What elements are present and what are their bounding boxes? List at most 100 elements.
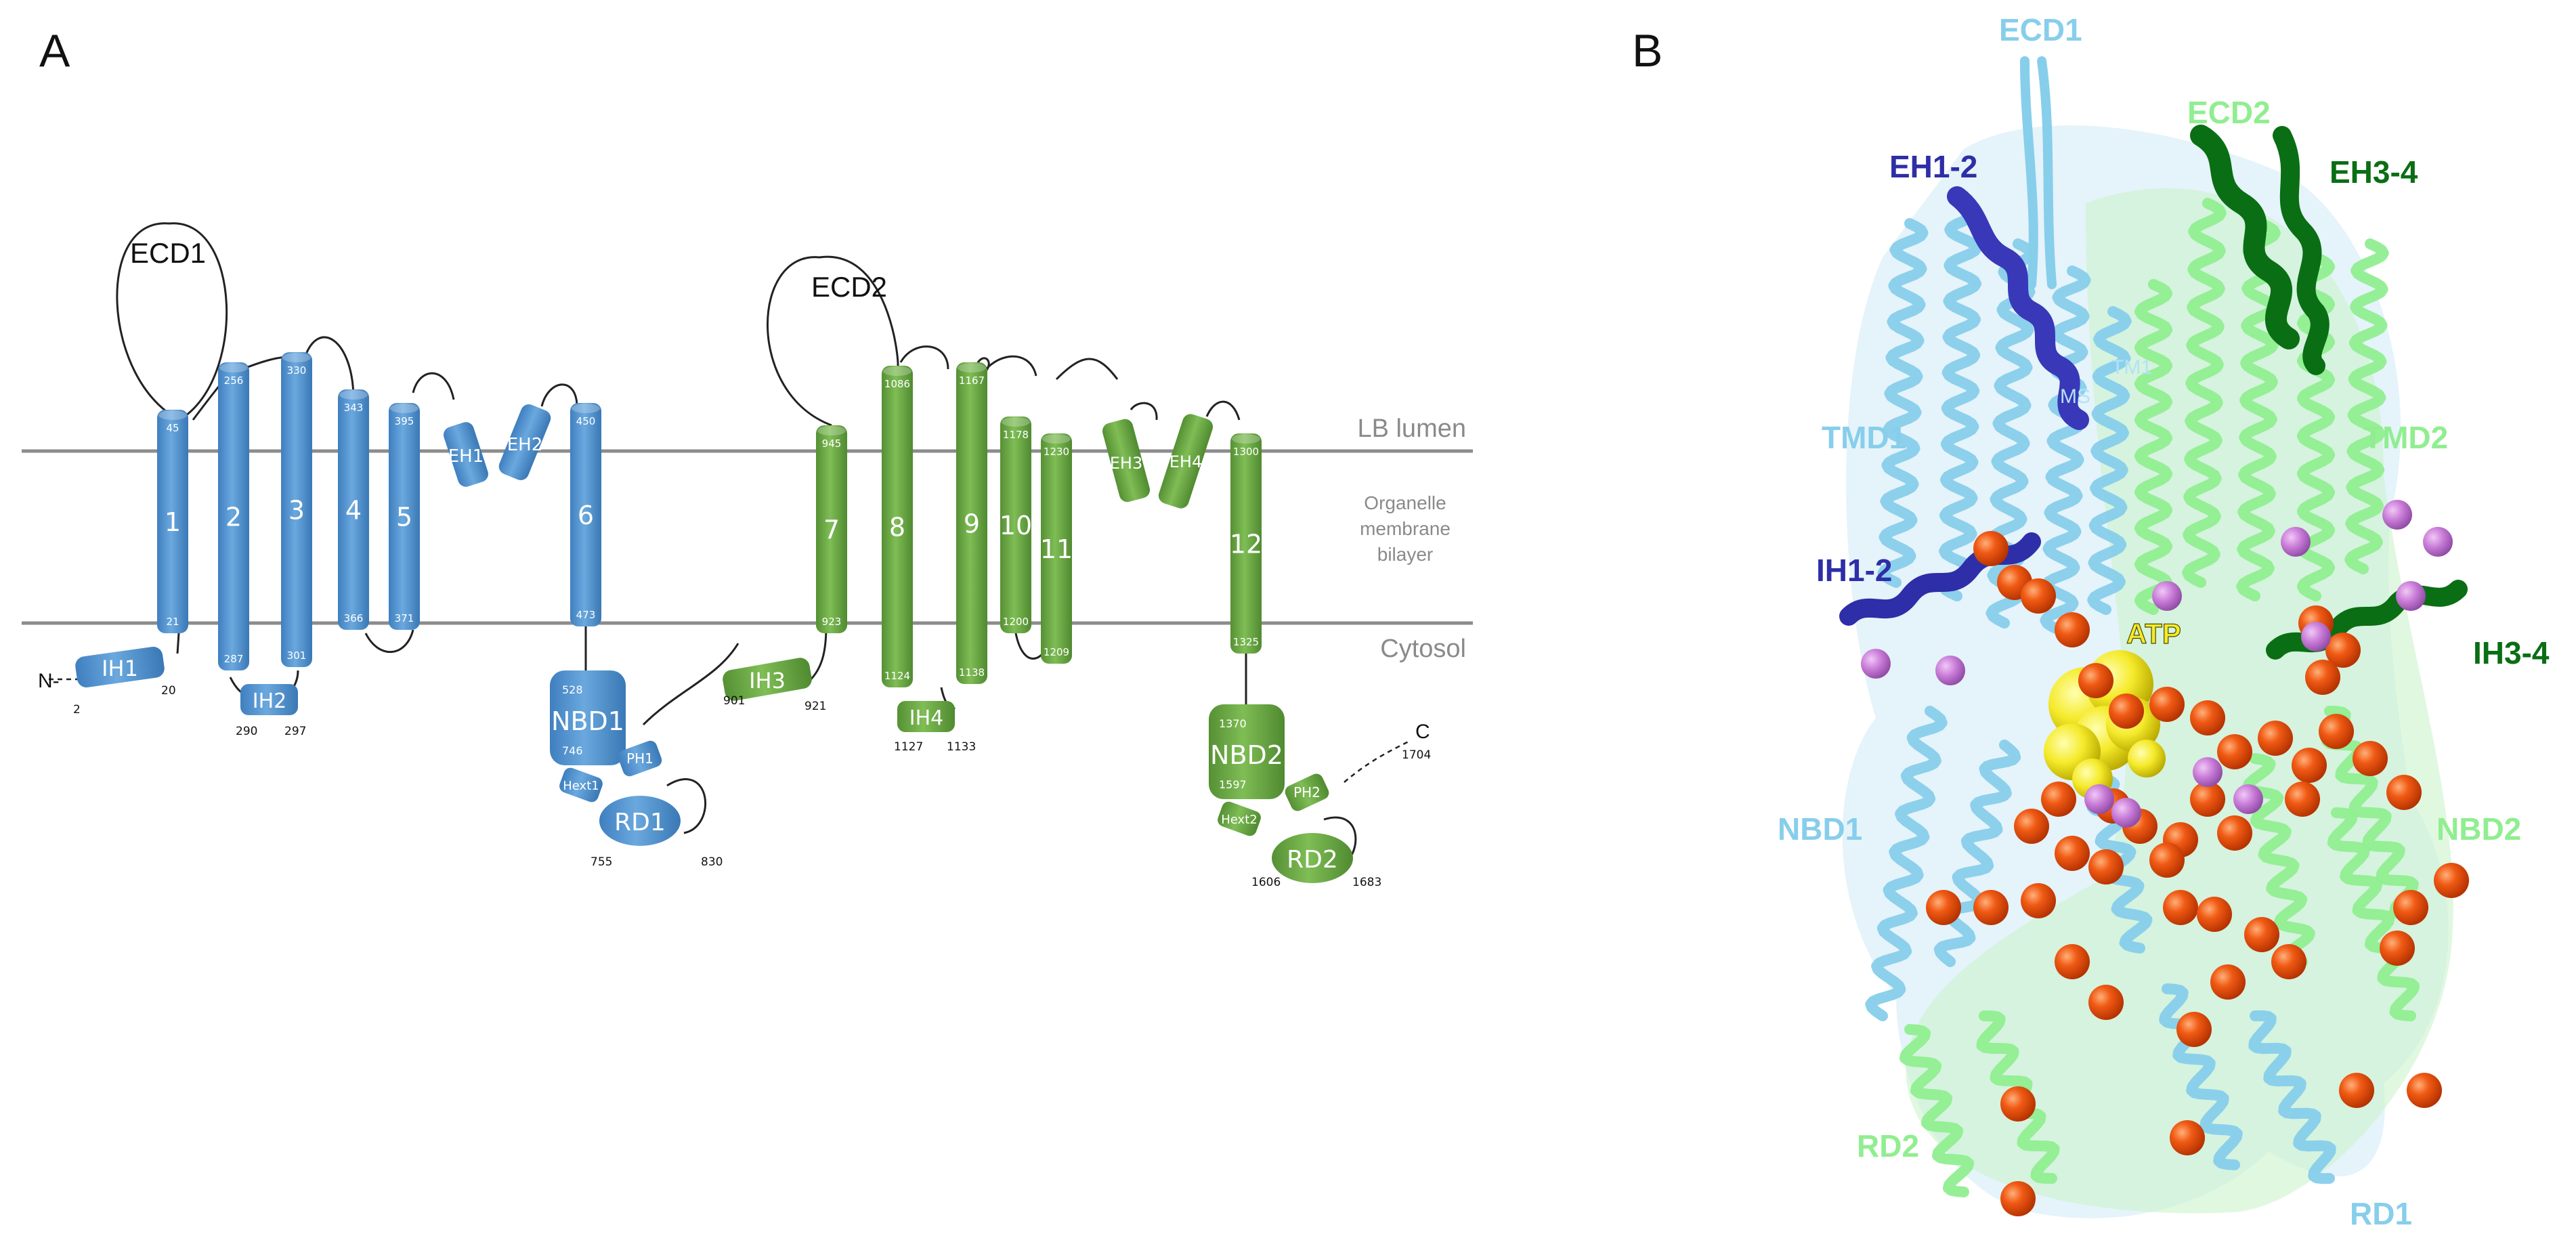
tm1-helix-4-top-number: 343	[344, 402, 364, 414]
tmd2-ribbon-8	[1899, 1024, 1974, 1197]
tm2-helix-12-label: 12	[1230, 530, 1262, 559]
tm2-helix-8-label: 8	[889, 513, 905, 542]
ph2-label: PH2	[1293, 784, 1321, 801]
tm1-helix-2-top-number: 256	[224, 375, 244, 387]
eh1-2-helix	[1947, 186, 2089, 430]
mutation-sphere-red-16	[2041, 782, 2076, 817]
nbd1-domain: NBD1 528 746	[550, 670, 626, 765]
tm1-helix-5-bottom-number: 371	[395, 612, 414, 624]
mutation-sphere-violet-3	[2152, 581, 2182, 611]
nbd2-top-number: 1370	[1219, 717, 1247, 730]
tm2-helix-10-bottom-number: 1200	[1003, 616, 1029, 628]
tm1-helix-1-top-number: 45	[166, 422, 179, 434]
n-terminus-number: 2	[73, 703, 81, 717]
mutation-sphere-red-33	[2088, 985, 2124, 1020]
loop-4-5	[364, 629, 414, 653]
mutation-sphere-red-29	[1926, 890, 1961, 925]
eh1-label: EH1	[448, 446, 484, 467]
ih2-a-number: 290	[236, 725, 257, 738]
mutation-sphere-violet-10	[2233, 784, 2263, 814]
nbd2-structure-label: NBD2	[2437, 811, 2521, 847]
ecd1-structure-label: ECD1	[1999, 12, 2082, 47]
ih3-4-structure-label: IH3-4	[2473, 635, 2550, 670]
ih2-b-number: 297	[284, 725, 306, 738]
nbd2-label: NBD2	[1210, 740, 1283, 770]
ih2-helix: IH2	[240, 684, 298, 715]
mutation-sphere-violet-6	[2423, 527, 2453, 557]
mutation-sphere-violet-2	[1935, 656, 1965, 685]
tm1-helix-4-bottom-number: 366	[344, 612, 364, 624]
nbd2-domain: NBD2 1370 1597	[1209, 704, 1285, 799]
ih3-helix: IH3	[723, 658, 812, 701]
tm1-helix-5-label: 5	[396, 503, 412, 532]
tm2-helix-7-top-number: 945	[822, 438, 842, 450]
tm2-helix-12: 12 1300 1325	[1230, 433, 1262, 654]
mutation-sphere-red-17	[2014, 809, 2049, 844]
tm2-helix-11-top-number: 1230	[1044, 446, 1069, 458]
mutation-sphere-red-5	[2078, 663, 2113, 698]
mutation-sphere-red-36	[2244, 917, 2279, 952]
mutation-sphere-red-40	[2000, 1086, 2036, 1122]
tm2-helix-12-bottom-number: 1325	[1233, 636, 1259, 648]
tmd1-ribbon-1	[1877, 218, 1929, 588]
mutation-sphere-red-46	[2393, 890, 2428, 925]
mutation-sphere-red-12	[2190, 782, 2225, 817]
tm2-helix-10-label: 10	[1000, 511, 1032, 540]
tm1-helix-2-bottom-number: 287	[224, 653, 244, 665]
mutation-sphere-red-38	[2210, 964, 2246, 1000]
panel-a-letter: A	[39, 25, 70, 77]
tm1-helix-2: 2 256 287	[218, 362, 249, 670]
ecd2-structure-label: ECD2	[2187, 95, 2271, 130]
ih3-b-number: 921	[804, 700, 826, 713]
ih1-helix: IH1	[75, 646, 165, 688]
tmd2-ribbon-1	[2182, 198, 2227, 588]
tmd1-ribbon-8	[2159, 983, 2243, 1170]
eh2-helix: EH2	[498, 404, 551, 480]
mutation-sphere-red-37	[2271, 944, 2306, 979]
tm2-helix-8-top-number: 1086	[884, 378, 910, 390]
mutation-sphere-violet-4	[2281, 527, 2311, 557]
mutation-sphere-red-21	[2217, 815, 2252, 851]
ecd2-loop-label: ECD2	[811, 271, 887, 303]
tmd1-ribbon-2	[1938, 198, 1983, 601]
tm2-helix-12-top-number: 1300	[1233, 446, 1259, 458]
mutation-sphere-violet-5	[2382, 500, 2412, 530]
tmd2-helices: 7945923810861124911671138101178120011123…	[816, 362, 1262, 687]
tm1-helix-2-label: 2	[226, 503, 242, 532]
atp-structure-label: ATP	[2126, 618, 2181, 649]
mutation-sphere-red-6	[2109, 693, 2144, 729]
eh3-helix: EH3	[1102, 419, 1151, 503]
tm2-helix-10-top-number: 1178	[1003, 429, 1029, 441]
tmd1-ribbon-4	[2040, 265, 2091, 635]
mutation-sphere-red-31	[2021, 883, 2056, 918]
mutation-sphere-violet-8	[2301, 622, 2331, 652]
ph2-helix: PH2	[1285, 773, 1329, 811]
mutation-sphere-red-20	[2149, 842, 2185, 878]
tm2-helix-11-bottom-number: 1209	[1044, 646, 1069, 658]
hext2-label: Hext2	[1221, 813, 1257, 827]
mutation-sphere-red-34	[2163, 890, 2198, 925]
tm2-helix-8-bottom-number: 1124	[884, 670, 910, 682]
eh3-4-helix-a	[2190, 125, 2300, 349]
mutation-sphere-red-28	[2305, 660, 2340, 695]
mutation-sphere-red-11	[2292, 748, 2327, 783]
tm1-helix-6-top-number: 450	[576, 415, 596, 427]
mutation-sphere-red-4	[2055, 612, 2090, 647]
ph1-label: PH1	[626, 750, 653, 767]
mutation-sphere-red-1	[1973, 531, 2009, 566]
mutation-sphere-red-25	[2386, 775, 2422, 810]
ms-structure-label: MS	[2060, 385, 2090, 408]
n-terminus-label: N-	[38, 670, 60, 692]
mutation-sphere-red-10	[2258, 721, 2293, 756]
tm1-helix-1-label: 1	[165, 507, 181, 537]
loop-eh2-6	[540, 383, 578, 407]
rd1-domain: RD1	[599, 796, 681, 846]
ih4-a-number: 1127	[894, 740, 923, 754]
membrane-label-2: membrane	[1360, 518, 1451, 539]
